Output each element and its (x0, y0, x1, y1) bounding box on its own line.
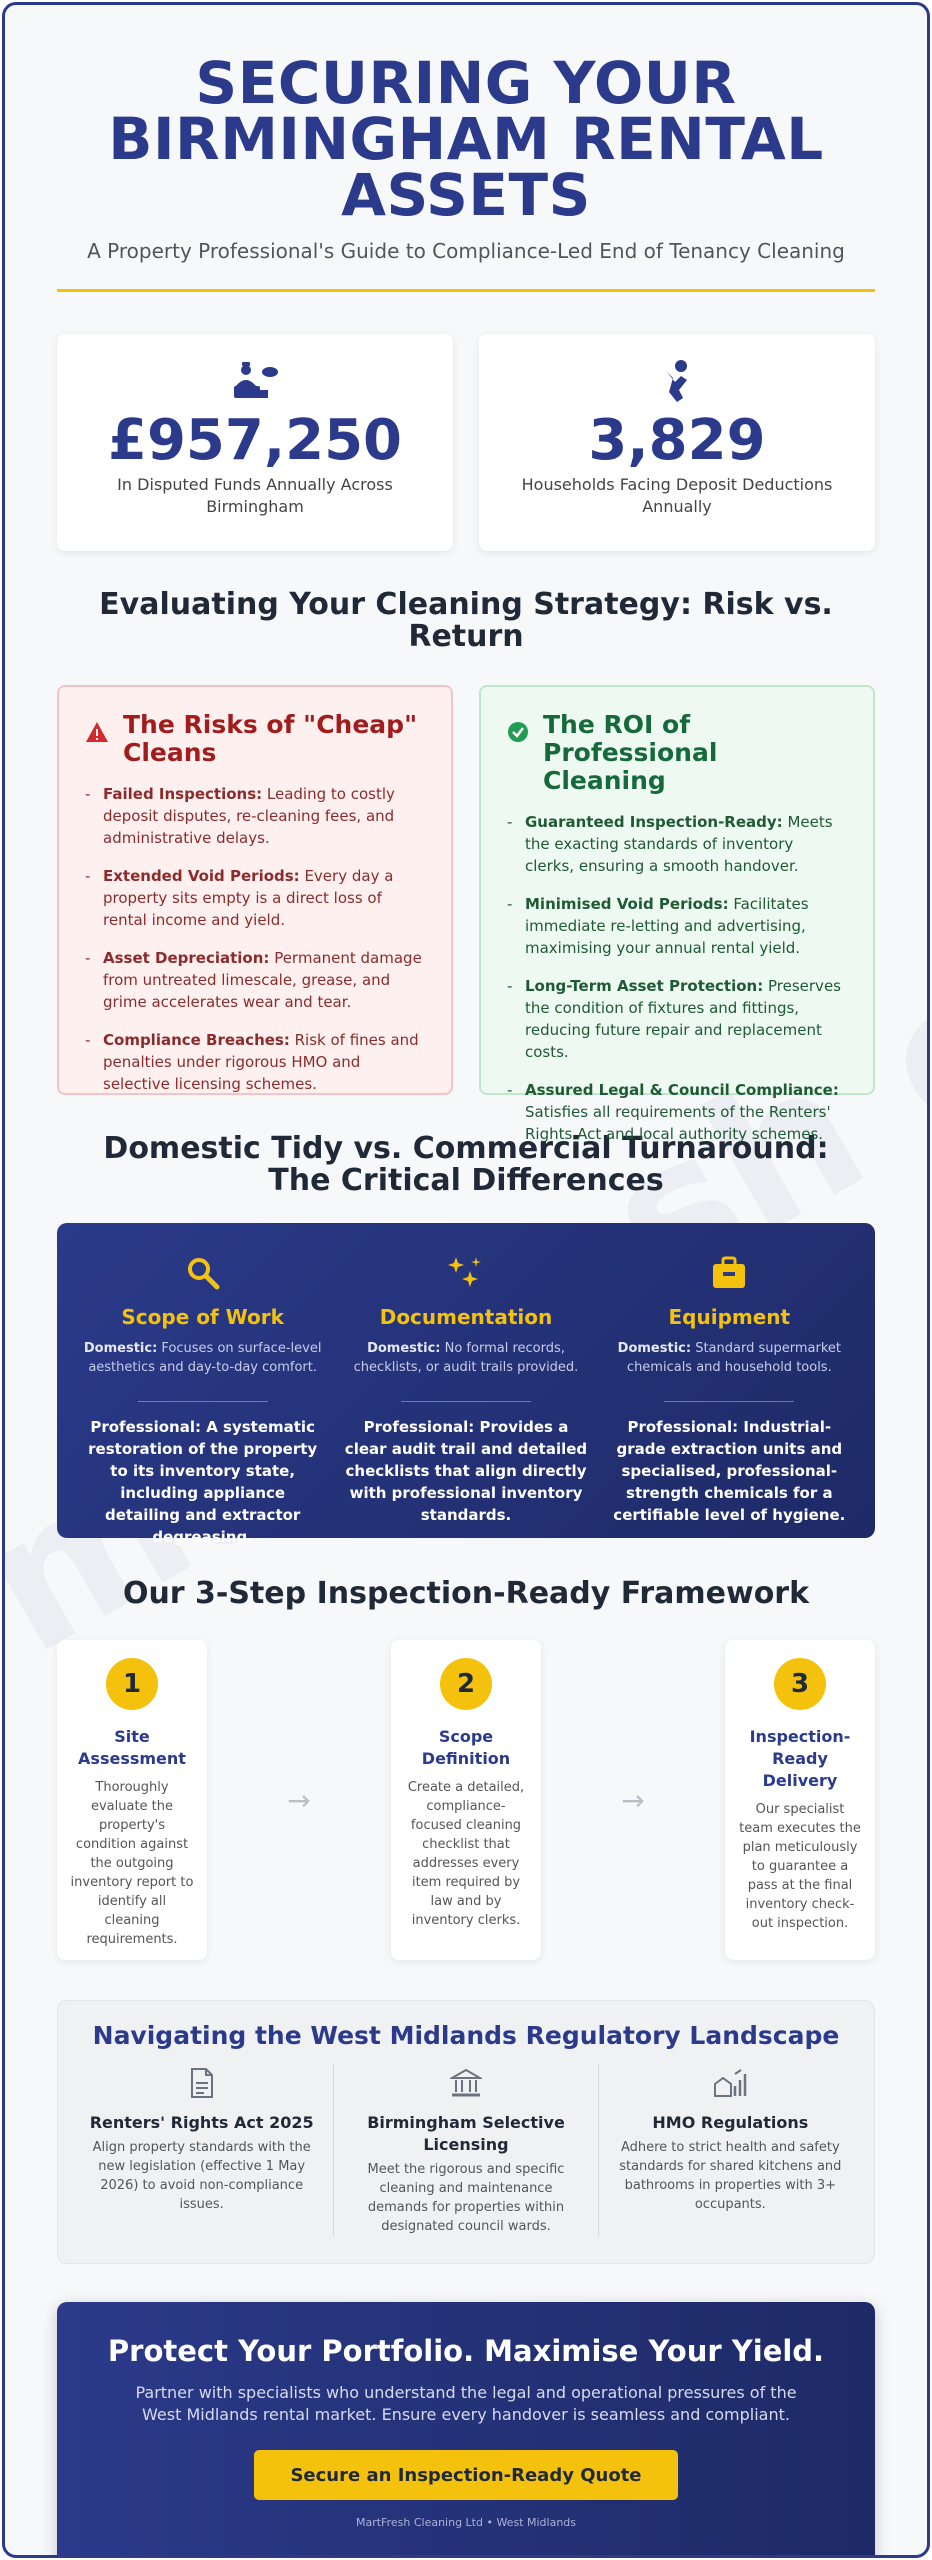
diff-domestic: Domestic: Standard supermarket chemicals… (617, 1341, 841, 1375)
divider (400, 1401, 531, 1402)
step-number: 1 (106, 1658, 158, 1710)
magnifier-icon (81, 1251, 324, 1295)
diff-professional: Professional: A systematic restoration o… (88, 1418, 318, 1546)
framework-steps: 1 Site Assessment Thoroughly evaluate th… (57, 1640, 875, 1960)
toolbox-icon (608, 1251, 851, 1295)
cleaning-crew-icon (57, 358, 453, 406)
risks-list: Failed Inspections: Leading to costly de… (85, 783, 425, 1095)
step-title: Inspection-Ready Delivery (749, 1727, 851, 1790)
step-number: 2 (440, 1658, 492, 1710)
page-title: SECURING YOUR BIRMINGHAM RENTAL ASSETS (108, 49, 824, 229)
cta-text: Partner with specialists who understand … (135, 2383, 797, 2424)
regulation-title: Birmingham Selective Licensing (367, 2113, 565, 2154)
regulations-title: Navigating the West Midlands Regulatory … (92, 2021, 840, 2050)
roi-title: The ROI of Professional Cleaning (543, 710, 718, 795)
strategy-comparison: The Risks of "Cheap" Cleans Failed Inspe… (57, 685, 875, 1143)
differences-panel: Scope of Work Domestic: Focuses on surfa… (57, 1223, 875, 1546)
stat-label: Households Facing Deposit Deductions Ann… (521, 475, 833, 516)
regulation-item: HMO Regulations Adhere to strict health … (597, 2064, 862, 2236)
risks-title: The Risks of "Cheap" Cleans (123, 710, 418, 767)
step-number: 3 (774, 1658, 826, 1710)
step-text: Our specialist team executes the plan me… (739, 1802, 861, 1931)
step-text: Create a detailed, compliance-focused cl… (407, 1780, 525, 1928)
regulation-item: Renters' Rights Act 2025 Align property … (70, 2064, 333, 2236)
warning-icon (85, 721, 109, 747)
roi-card: The ROI of Professional Cleaning Guarant… (479, 685, 875, 1143)
arrow-right-icon: → (287, 1783, 311, 1817)
risks-card: The Risks of "Cheap" Cleans Failed Inspe… (57, 685, 453, 1095)
framework-title: Our 3-Step Inspection-Ready Framework (122, 1576, 810, 1611)
list-item: Minimised Void Periods: Facilitates imme… (507, 893, 847, 959)
diff-title: Documentation (379, 1305, 553, 1329)
list-item: Long-Term Asset Protection: Preserves th… (507, 975, 847, 1063)
diff-domestic: Domestic: No formal records, checklists,… (353, 1341, 579, 1375)
divider (137, 1401, 268, 1402)
step-card-3: 3 Inspection-Ready Delivery Our speciali… (725, 1640, 875, 1960)
step-text: Thoroughly evaluate the property's condi… (70, 1780, 194, 1947)
list-item: Compliance Breaches: Risk of fines and p… (85, 1029, 425, 1095)
stats-row: £957,250 In Disputed Funds Annually Acro… (57, 334, 875, 551)
document-icon (86, 2064, 317, 2102)
strategy-title: Evaluating Your Cleaning Strategy: Risk … (99, 587, 833, 654)
regulation-title: HMO Regulations (652, 2113, 809, 2132)
step-title: Site Assessment (78, 1727, 186, 1768)
diff-column-documentation: Documentation Domestic: No formal record… (334, 1251, 597, 1538)
stat-card-households: 3,829 Households Facing Deposit Deductio… (479, 334, 875, 551)
government-building-icon (350, 2064, 581, 2102)
stat-card-disputed-funds: £957,250 In Disputed Funds Annually Acro… (57, 334, 453, 551)
arrow-right-icon: → (621, 1783, 645, 1817)
main-content: SECURING YOUR BIRMINGHAM RENTAL ASSETS A… (5, 5, 927, 2555)
property-chart-icon (615, 2064, 846, 2102)
cta-title: Protect Your Portfolio. Maximise Your Yi… (107, 2334, 825, 2368)
list-item: Failed Inspections: Leading to costly de… (85, 783, 425, 849)
list-item: Asset Depreciation: Permanent damage fro… (85, 947, 425, 1013)
diff-title: Equipment (668, 1305, 791, 1329)
step-card-2: 2 Scope Definition Create a detailed, co… (391, 1640, 541, 1960)
footer-text: MartFresh Cleaning Ltd • West Midlands (355, 2516, 577, 2529)
call-to-action: Protect Your Portfolio. Maximise Your Yi… (57, 2302, 875, 2555)
stat-value: 3,829 (588, 408, 766, 473)
diff-professional: Professional: Provides a clear audit tra… (344, 1418, 588, 1524)
stat-label: In Disputed Funds Annually Across Birmin… (117, 475, 393, 516)
step-card-1: 1 Site Assessment Thoroughly evaluate th… (57, 1640, 207, 1960)
diff-domestic: Domestic: Focuses on surface-level aesth… (83, 1341, 322, 1375)
hand-coin-icon (479, 358, 875, 406)
stat-value: £957,250 (107, 408, 403, 473)
step-title: Scope Definition (421, 1727, 511, 1768)
diff-column-equipment: Equipment Domestic: Standard supermarket… (598, 1251, 861, 1538)
divider (664, 1401, 795, 1402)
regulation-item: Birmingham Selective Licensing Meet the … (333, 2064, 597, 2236)
list-item: Guaranteed Inspection-Ready: Meets the e… (507, 811, 847, 877)
regulation-text: Meet the rigorous and specific cleaning … (367, 2162, 565, 2234)
get-quote-button[interactable]: Secure an Inspection-Ready Quote (254, 2450, 678, 2500)
list-item: Assured Legal & Council Compliance: Sati… (507, 1079, 847, 1145)
diff-title: Scope of Work (121, 1305, 284, 1329)
regulation-text: Align property standards with the new le… (92, 2140, 311, 2212)
sparkles-icon (344, 1251, 587, 1295)
check-circle-icon (507, 721, 529, 747)
regulations-panel: Navigating the West Midlands Regulatory … (57, 2000, 875, 2264)
diff-professional: Professional: Industrial-grade extractio… (613, 1418, 846, 1524)
list-item: Extended Void Periods: Every day a prope… (85, 865, 425, 931)
diff-column-scope: Scope of Work Domestic: Focuses on surfa… (71, 1251, 334, 1546)
divider (57, 289, 875, 292)
regulations-columns: Renters' Rights Act 2025 Align property … (58, 2064, 874, 2236)
page-subtitle: A Property Professional's Guide to Compl… (87, 239, 845, 263)
regulation-title: Renters' Rights Act 2025 (89, 2113, 314, 2132)
roi-list: Guaranteed Inspection-Ready: Meets the e… (507, 811, 847, 1145)
regulation-text: Adhere to strict health and safety stand… (619, 2140, 842, 2212)
